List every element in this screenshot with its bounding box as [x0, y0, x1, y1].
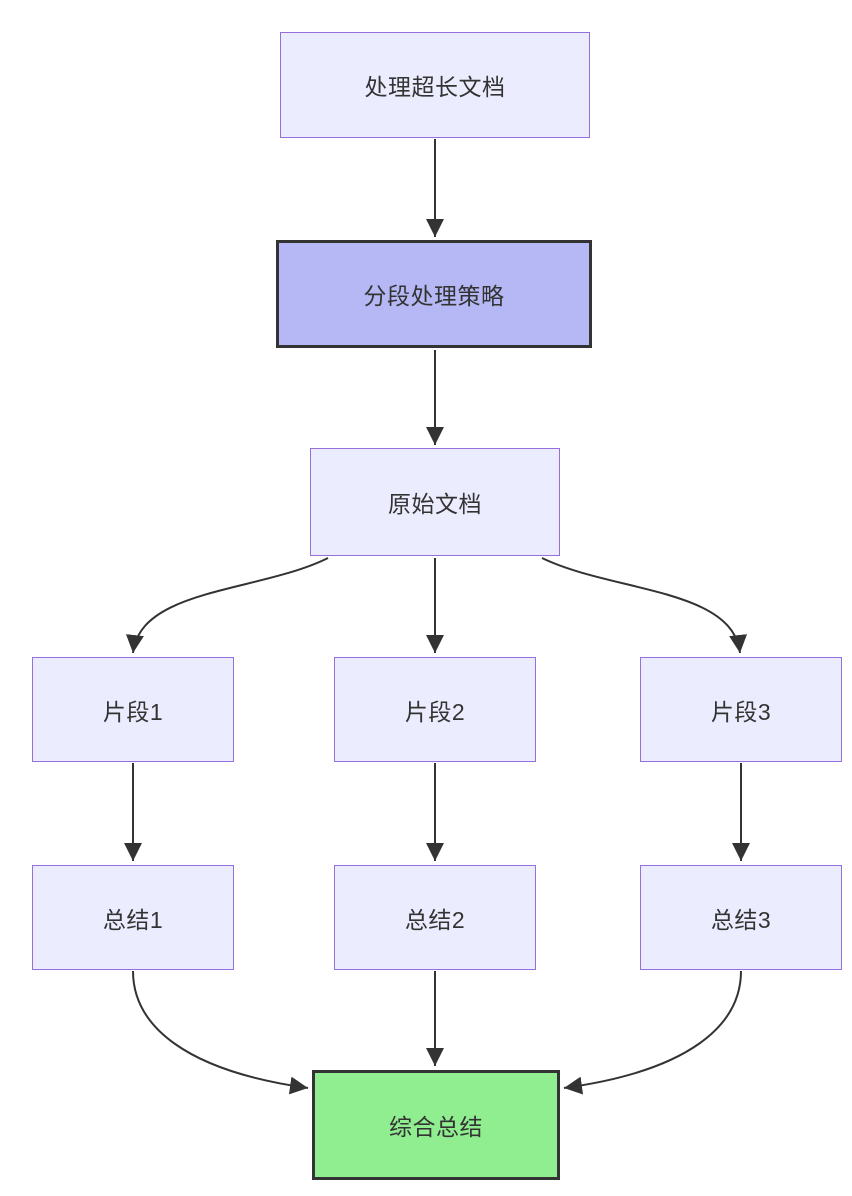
- node-fragment-1: 片段1: [32, 657, 234, 762]
- node-segmentation-strategy: 分段处理策略: [276, 240, 592, 348]
- node-final-summary: 综合总结: [312, 1070, 560, 1180]
- edge-e1-f: [132, 970, 309, 1095]
- edge-e3-f: [563, 970, 742, 1095]
- node-fragment-3: 片段3: [640, 657, 842, 762]
- node-summary-2: 总结2: [334, 865, 536, 970]
- node-summary-1: 总结1: [32, 865, 234, 970]
- node-original-doc: 原始文档: [310, 448, 560, 556]
- edge-c-d1: [126, 557, 329, 654]
- node-process-long-doc: 处理超长文档: [280, 32, 590, 138]
- node-summary-3: 总结3: [640, 865, 842, 970]
- edge-c-d3: [541, 557, 747, 654]
- node-fragment-2: 片段2: [334, 657, 536, 762]
